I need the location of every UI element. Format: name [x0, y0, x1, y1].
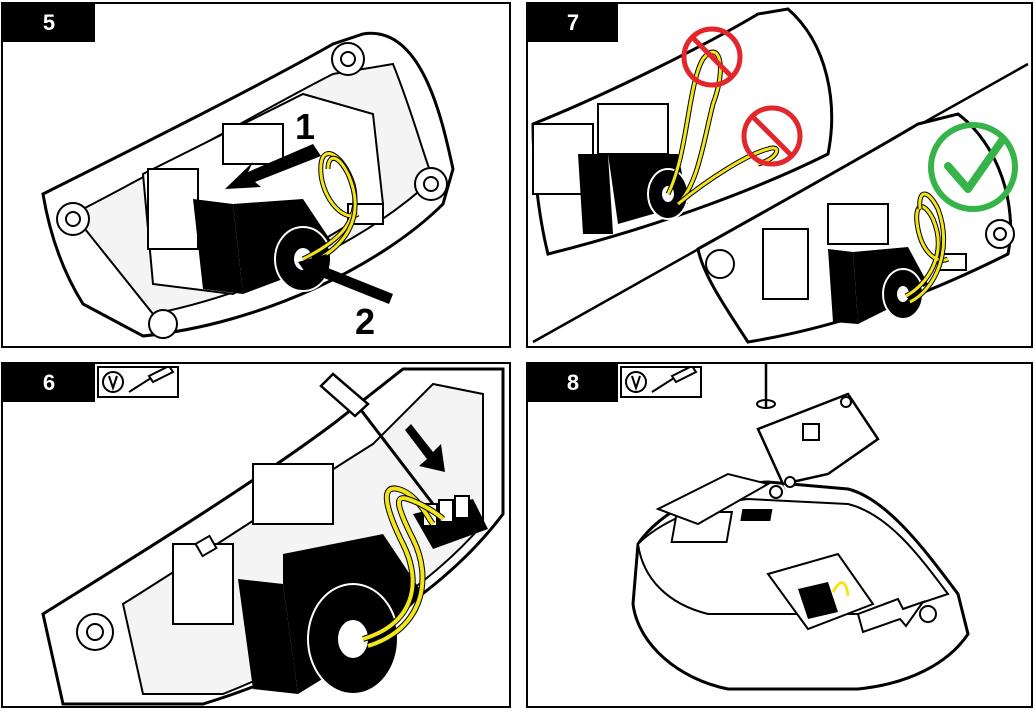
tool-requirement-box [97, 364, 179, 398]
panel-step-8: 8 [526, 362, 1033, 708]
terminal-screw-illustration [41, 367, 505, 706]
step-number: 5 [42, 10, 56, 35]
panel-step-6: 6 [1, 362, 511, 708]
step-number: 7 [566, 10, 580, 35]
step-number-badge: 6 [3, 364, 95, 402]
callout-2: 2 [355, 301, 375, 342]
screwdriver-icon [625, 364, 698, 393]
step-number: 8 [566, 370, 580, 395]
wire-routing-illustration-step-5: 1 2 [41, 31, 455, 342]
prohibited-icon [741, 105, 803, 167]
callout-1: 1 [295, 106, 315, 147]
step-number-badge: 7 [528, 4, 618, 42]
wire-routing-comparison-illustration [531, 7, 1029, 344]
cover-installation-illustration [631, 364, 970, 691]
step-number: 6 [42, 370, 56, 395]
checkmark-icon [928, 122, 1018, 212]
step-number-badge: 8 [528, 364, 618, 402]
prohibited-icon [681, 26, 743, 88]
panel-step-5: 1 2 5 [1, 2, 511, 348]
step-number-badge: 5 [3, 4, 95, 42]
tool-requirement-box [620, 364, 702, 398]
panel-step-7: 7 [526, 2, 1033, 348]
screwdriver-icon [102, 364, 175, 393]
